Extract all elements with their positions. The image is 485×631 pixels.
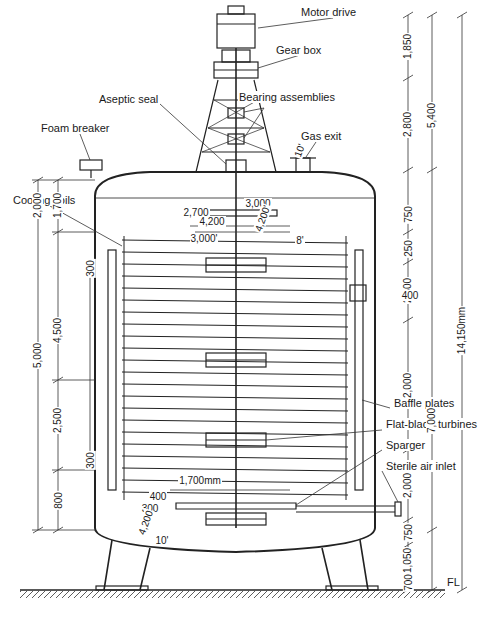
gas-exit	[296, 158, 310, 172]
legs	[104, 540, 368, 590]
part-label: Aseptic seal	[98, 93, 159, 105]
dimension-label: 7,000	[427, 406, 438, 433]
dimension-label: 2,000	[403, 371, 414, 398]
dimension-label: 1,050	[403, 546, 414, 573]
air-inlet-pipe	[296, 506, 395, 512]
dimension-label: 5,400	[427, 101, 438, 128]
dimension-label: 4,200	[198, 216, 225, 227]
dimension-label: 5,000	[33, 341, 44, 368]
dimension-label: 300	[85, 451, 96, 470]
part-label: Bearing assemblies	[238, 91, 336, 103]
part-label: Motor drive	[300, 6, 357, 18]
sparger	[176, 503, 296, 509]
part-label: Foam breaker	[40, 122, 110, 134]
motor	[217, 14, 255, 48]
dimension-label: 4,500	[53, 316, 64, 343]
dimension-label: 400	[149, 491, 168, 502]
dimension-label: 300	[85, 259, 96, 278]
dimension-label: 800	[53, 491, 64, 510]
part-label: FL	[446, 576, 461, 588]
leader-lines	[50, 18, 398, 505]
dimension-label: 4,200	[136, 507, 156, 536]
dimension-label: 2,000	[33, 191, 44, 218]
dimension-label: 750	[403, 523, 414, 542]
dimension-label: 700	[403, 573, 414, 592]
dimension-label: 1,850	[403, 32, 414, 59]
dimension-lines	[32, 15, 462, 590]
part-label: Cooling coils	[12, 194, 76, 206]
part-label: Gear box	[275, 44, 322, 56]
shaft	[235, 48, 237, 528]
dimension-label: 10'	[154, 535, 169, 546]
part-label: Gas exit	[300, 130, 342, 142]
dimension-label: 2,000	[403, 471, 414, 498]
dimension-label: 8'	[295, 235, 304, 246]
dimension-label: 3,000'	[190, 233, 219, 244]
dimension-label: 2,800	[403, 110, 414, 137]
dimension-label: 14,150mm	[457, 305, 468, 354]
baffle-plate	[108, 250, 116, 490]
baffle-plate	[355, 250, 363, 490]
dimension-label: 400	[401, 290, 420, 301]
foam-breaker-port	[80, 160, 102, 170]
part-label: Sparger	[385, 439, 426, 451]
floor-line	[20, 589, 445, 590]
dimension-label: 1,700mm	[178, 475, 222, 486]
part-label: Sterile air inlet	[385, 460, 457, 472]
dimension-label: 250	[403, 239, 414, 258]
vessel	[95, 172, 375, 552]
dimension-label: 2,500	[53, 406, 64, 433]
cooling-coils	[122, 236, 348, 500]
dimension-label: 750	[403, 205, 414, 224]
dimension-label: 10'	[292, 141, 307, 159]
dimension-label: 1,700	[53, 191, 64, 218]
